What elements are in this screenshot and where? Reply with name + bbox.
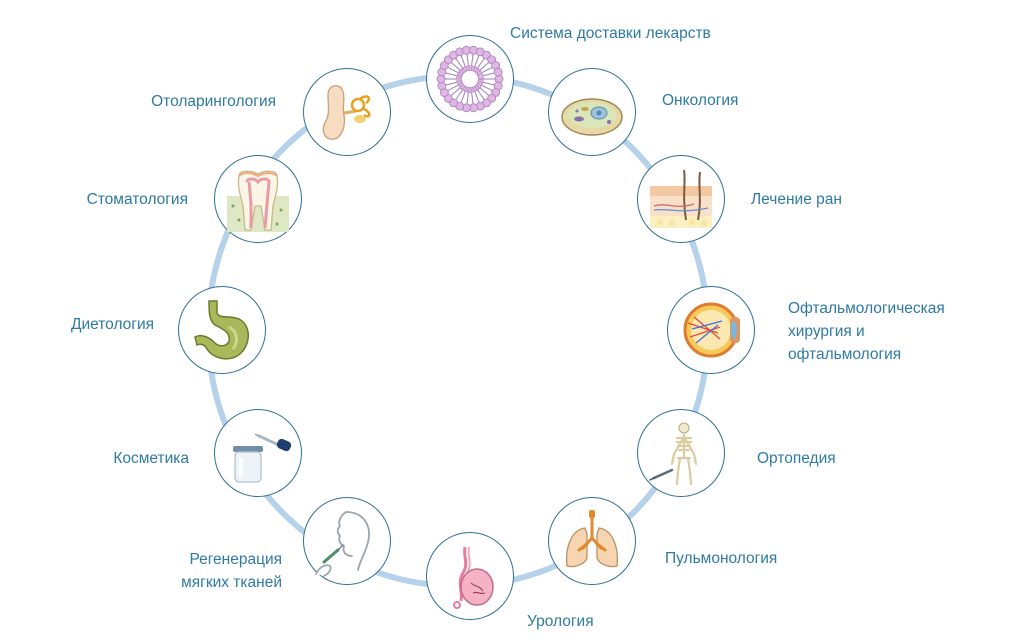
label-urology: Урология <box>527 613 594 630</box>
lungs-icon <box>565 510 619 568</box>
skeleton-icon <box>649 422 698 486</box>
label-orthopedics: Ортопедия <box>757 450 836 467</box>
kidney-icon <box>453 546 494 609</box>
node-dietology <box>178 286 266 374</box>
label-oncology: Онкология <box>662 92 739 109</box>
node-cosmetics <box>214 409 302 497</box>
node-otolaryngology <box>303 68 391 156</box>
label-cosmetics: Косметика <box>113 450 189 467</box>
label-soft-tissue: Регенерация мягких тканей <box>181 551 282 591</box>
tooth-icon <box>227 170 289 232</box>
label-otolaryngology: Отоларингология <box>151 93 276 110</box>
node-urology <box>426 532 514 620</box>
face-injection-icon <box>315 511 370 577</box>
label-wound-care: Лечение ран <box>751 191 842 208</box>
label-dentistry: Стоматология <box>86 191 188 208</box>
ear-icon <box>322 84 371 140</box>
liposome-icon <box>436 45 504 113</box>
jar-dropper-icon <box>233 433 292 483</box>
cell-icon <box>561 98 623 136</box>
node-soft-tissue <box>303 497 391 585</box>
node-wound-care <box>637 155 725 243</box>
node-drug-delivery <box>426 35 514 123</box>
node-pulmonology <box>548 497 636 585</box>
node-dentistry <box>214 155 302 243</box>
node-oncology <box>548 68 636 156</box>
label-ophthalmology: Офтальмологическая хирургия и офтальмоло… <box>788 300 945 363</box>
node-ophthalmology <box>667 286 755 374</box>
stomach-icon <box>194 300 249 360</box>
node-orthopedics <box>637 409 725 497</box>
label-pulmonology: Пульмонология <box>665 550 778 567</box>
eye-icon <box>683 302 740 358</box>
label-dietology: Диетология <box>70 316 154 333</box>
label-drug-delivery: Система доставки лекарств <box>510 25 711 42</box>
skin-icon <box>650 169 712 228</box>
